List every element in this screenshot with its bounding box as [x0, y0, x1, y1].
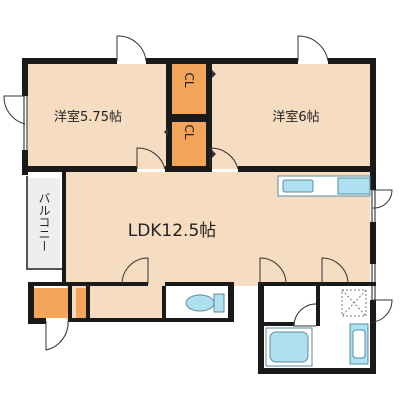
closet-top	[172, 64, 206, 114]
balcony-label: バルコニー	[37, 192, 51, 252]
window	[23, 96, 28, 150]
kitchen-sink-icon	[277, 175, 371, 197]
western-room-left-label: 洋室5.75帖	[54, 109, 122, 125]
walls	[22, 58, 376, 374]
balcony-floor	[28, 178, 60, 268]
window	[371, 190, 376, 300]
western-room-right-label: 洋室6帖	[272, 109, 319, 125]
washbasin-icon	[349, 323, 369, 365]
bathtub-icon	[265, 327, 313, 367]
door-swing-icon	[3, 35, 393, 351]
washing-machine-space-icon	[341, 289, 367, 317]
closet-bottom-label: CL	[182, 124, 196, 139]
western-room-left-floor	[28, 64, 168, 169]
western-room-right-floor	[210, 64, 370, 169]
small-storage	[76, 288, 86, 318]
shoe-storage	[34, 288, 68, 318]
closet-top-label: CL	[182, 72, 196, 87]
sliding-door-icon	[164, 70, 216, 158]
ldk-label: LDK12.5帖	[128, 221, 217, 241]
toilet-icon	[168, 290, 226, 316]
closet-bottom	[172, 122, 206, 168]
